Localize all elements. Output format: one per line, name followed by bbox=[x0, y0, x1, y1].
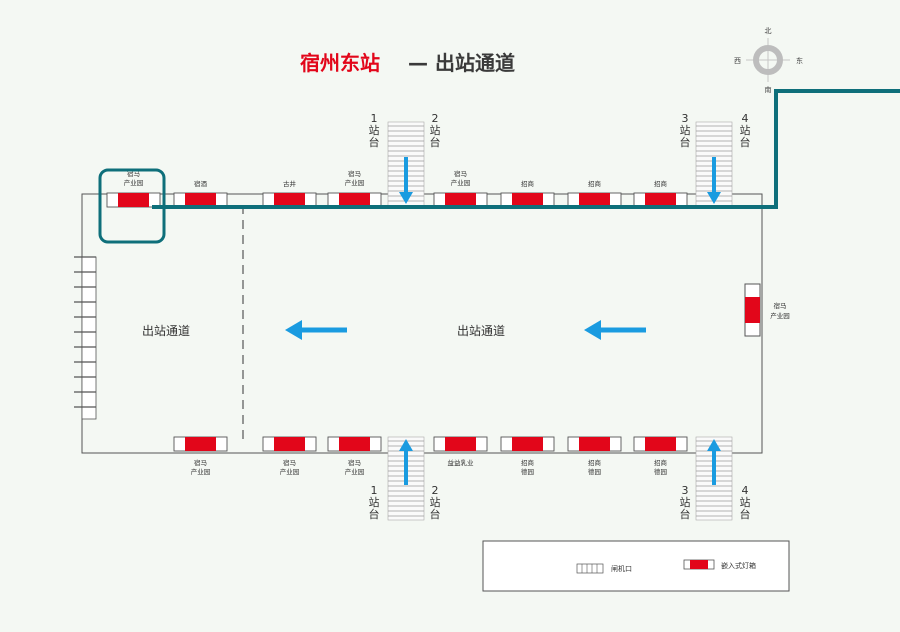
compass-west: 西 bbox=[734, 57, 741, 65]
platform-p3-label: 3 bbox=[682, 112, 689, 125]
bottom-lightbox-6-label: 招商 bbox=[588, 458, 602, 467]
platform-p1-label: 站 bbox=[369, 123, 380, 137]
platform-p4-label: 4 bbox=[742, 112, 749, 125]
bottom-lightbox-7-label: 德园 bbox=[654, 467, 667, 476]
platform-1-2-stairs-top bbox=[387, 121, 425, 207]
top-lightbox-6: 招商 bbox=[500, 179, 555, 208]
title-dark: — 出站通道 bbox=[408, 51, 515, 75]
corridor-label-left: 出站通道 bbox=[142, 324, 190, 338]
platform-p3-label: 3 bbox=[682, 484, 689, 497]
platform-p2-label: 站 bbox=[430, 495, 441, 509]
bottom-lightbox-5-label: 德园 bbox=[521, 467, 534, 476]
bottom-lightbox-4-label: 益益乳业 bbox=[448, 458, 475, 467]
title-red: 宿州东站 bbox=[300, 51, 380, 75]
platform-p2-label: 2 bbox=[432, 112, 439, 125]
platform-p1-label: 台 bbox=[369, 507, 380, 521]
top-lightbox-4-label: 宿马 bbox=[348, 169, 361, 178]
top-lightbox-3-label: 古井 bbox=[283, 179, 297, 188]
platform-p4-label: 站 bbox=[740, 495, 751, 509]
top-lightbox-3: 古井 bbox=[262, 179, 317, 208]
platform-p2-label: 台 bbox=[430, 507, 441, 521]
legend-gate-label: 闸机口 bbox=[611, 564, 632, 573]
top-lightbox-row: 宿马产业园宿酒古井宿马产业园宿马产业园招商招商招商 bbox=[106, 169, 688, 208]
bottom-lightbox-7-label: 招商 bbox=[654, 458, 668, 467]
legend-lightbox-icon bbox=[683, 559, 715, 570]
top-lightbox-1-label: 宿马 bbox=[127, 169, 140, 178]
platform-stairs bbox=[387, 121, 733, 521]
platform-3-4-stairs-bottom bbox=[695, 436, 733, 521]
compass-north: 北 bbox=[765, 27, 772, 35]
right-lightbox-label-1: 宿马 bbox=[774, 301, 787, 310]
compass-east: 东 bbox=[796, 56, 803, 65]
exit-route-line bbox=[152, 89, 900, 209]
bottom-lightbox-1-label: 产业园 bbox=[191, 467, 211, 476]
top-lightbox-8: 招商 bbox=[633, 179, 688, 208]
top-lightbox-2: 宿酒 bbox=[173, 179, 228, 208]
platform-p2-label: 站 bbox=[430, 123, 441, 137]
platform-p4-label: 台 bbox=[740, 507, 751, 521]
top-lightbox-5-label: 宿马 bbox=[454, 169, 467, 178]
left-gate-strip bbox=[74, 256, 97, 420]
top-lightbox-7-label: 招商 bbox=[588, 179, 602, 188]
compass-south: 南 bbox=[765, 85, 772, 94]
platform-p4-label: 4 bbox=[742, 484, 749, 497]
right-lightbox: 宿马 产业园 bbox=[744, 283, 790, 337]
platform-p3-label: 站 bbox=[680, 495, 691, 509]
compass-ring-icon bbox=[753, 45, 783, 75]
platform-p3-label: 站 bbox=[680, 123, 691, 137]
bottom-lightbox-4: 益益乳业 bbox=[433, 436, 488, 467]
top-lightbox-2-label: 宿酒 bbox=[194, 179, 208, 188]
bottom-lightbox-row: 宿马产业园宿马产业园宿马产业园益益乳业招商德园招商德园招商德园 bbox=[173, 436, 688, 476]
top-lightbox-5-label: 产业园 bbox=[451, 178, 471, 187]
bottom-lightbox-6-label: 德园 bbox=[588, 467, 601, 476]
platform-p2-label: 台 bbox=[430, 135, 441, 149]
legend-lightbox-label: 嵌入式灯箱 bbox=[721, 561, 756, 570]
right-lightbox-label-2: 产业园 bbox=[770, 311, 790, 320]
bottom-lightbox-3-label: 宿马 bbox=[348, 458, 361, 467]
platform-p3-label: 台 bbox=[680, 135, 691, 149]
legend-gate-icon bbox=[576, 563, 604, 574]
legend: 闸机口 嵌入式灯箱 bbox=[482, 540, 790, 592]
top-lightbox-1-label: 产业园 bbox=[124, 178, 144, 187]
compass: 北 南 东 西 bbox=[734, 27, 803, 94]
platform-p4-label: 台 bbox=[740, 135, 751, 149]
flow-arrow-left-icon bbox=[285, 320, 347, 340]
bottom-lightbox-2-label: 产业园 bbox=[280, 467, 300, 476]
platform-3-4-stairs-top bbox=[695, 121, 733, 207]
corridor-label-right: 出站通道 bbox=[457, 324, 505, 338]
top-lightbox-6-label: 招商 bbox=[521, 179, 535, 188]
platform-p1-label: 台 bbox=[369, 135, 380, 149]
platform-p1-label: 1 bbox=[371, 484, 378, 497]
top-lightbox-4-label: 产业园 bbox=[345, 178, 365, 187]
platform-p2-label: 2 bbox=[432, 484, 439, 497]
top-lightbox-7: 招商 bbox=[567, 179, 622, 208]
bottom-lightbox-3-label: 产业园 bbox=[345, 467, 365, 476]
flow-arrow-right-icon bbox=[584, 320, 646, 340]
platform-p4-label: 站 bbox=[740, 123, 751, 137]
platform-p1-label: 站 bbox=[369, 495, 380, 509]
platform-p3-label: 台 bbox=[680, 507, 691, 521]
highlight-frame bbox=[98, 168, 166, 244]
bottom-lightbox-1-label: 宿马 bbox=[194, 458, 207, 467]
platform-p1-label: 1 bbox=[371, 112, 378, 125]
bottom-lightbox-2-label: 宿马 bbox=[283, 458, 296, 467]
platform-1-2-stairs-bottom bbox=[387, 436, 425, 521]
top-lightbox-8-label: 招商 bbox=[654, 179, 668, 188]
bottom-lightbox-5-label: 招商 bbox=[521, 458, 535, 467]
